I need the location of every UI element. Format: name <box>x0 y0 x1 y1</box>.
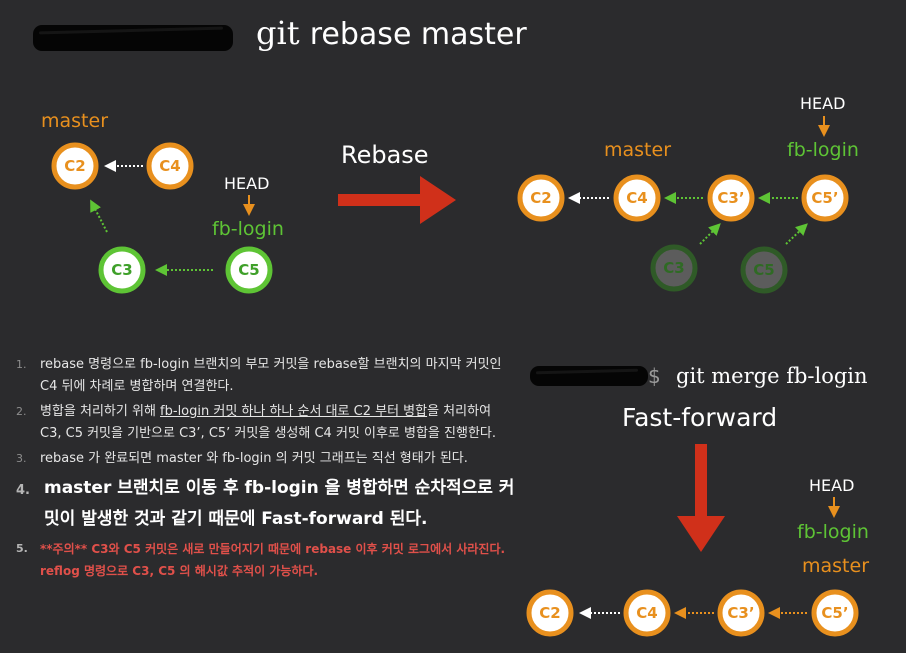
edge-ghost-c5-c3p <box>785 223 808 245</box>
command-rest: rebase master <box>309 17 527 52</box>
before-master-label: master <box>41 110 109 132</box>
commit-c3-before-label: C3 <box>111 261 132 279</box>
commit-c5-before: C5 <box>225 246 273 294</box>
note-3: 3.rebase 가 완료되면 master 와 fb-login 의 커밋 그… <box>16 451 468 466</box>
ghost-commit-c5-label: C5 <box>753 261 774 279</box>
ghost-commit-c5: C5 <box>740 246 788 294</box>
note-5-warning: 5.**주의** C3와 C5 커밋은 새로 만들어지기 때문에 rebase … <box>16 542 506 578</box>
note-4-text: master 브랜치로 이동 후 fb-login 을 병합하면 순차적으로 커… <box>44 478 515 529</box>
commit-c2-after: C2 <box>517 174 565 222</box>
commit-c5prime-after: C5’ <box>801 174 849 222</box>
merge-command: git merge fb-login <box>676 364 868 388</box>
explanation-list: 1.rebase 명령으로 fb-login 브랜치의 부모 커밋을 rebas… <box>16 354 516 585</box>
after-fb-login-label: fb-login <box>787 139 859 161</box>
fast-forward-label: Fast-forward <box>622 403 778 432</box>
commit-c2-after-label: C2 <box>530 189 551 207</box>
commit-c4-merge-label: C4 <box>636 604 657 622</box>
note-4: 4.master 브랜치로 이동 후 fb-login 을 병합하면 순차적으로… <box>16 478 515 529</box>
redacted-prompt-scribble <box>33 25 233 51</box>
note-1-text: rebase 명령으로 fb-login 브랜치의 부모 커밋을 rebase할… <box>40 357 502 394</box>
before-fb-login-label: fb-login <box>212 218 284 240</box>
commit-c5prime-after-label: C5’ <box>811 189 838 207</box>
commit-c3prime-merge: C3’ <box>717 589 765 637</box>
commit-c3prime-after-label: C3’ <box>717 189 744 207</box>
note-2-pre: 병합을 처리하기 위해 <box>40 404 161 419</box>
merge-head-label: HEAD <box>809 476 855 495</box>
after-head-label: HEAD <box>800 94 846 113</box>
note-3-text: rebase 가 완료되면 master 와 fb-login 의 커밋 그래프… <box>40 451 468 466</box>
note-2-post: 을 처리하여 C3, C5 커밋을 기반으로 C3’, C5’ 커밋을 생성해 … <box>40 404 496 441</box>
before-head-label: HEAD <box>224 174 270 193</box>
commit-c4-before: C4 <box>146 142 194 190</box>
commit-c3prime-after: C3’ <box>707 174 755 222</box>
ghost-commit-c3-label: C3 <box>663 259 684 277</box>
rebase-label: Rebase <box>341 141 429 169</box>
note-1: 1.rebase 명령으로 fb-login 브랜치의 부모 커밋을 rebas… <box>16 357 502 394</box>
commit-c2-before-label: C2 <box>64 157 85 175</box>
commit-c4-before-label: C4 <box>159 157 180 175</box>
commit-c5prime-merge-label: C5’ <box>821 604 848 622</box>
note-5-text: **주의** C3와 C5 커밋은 새로 만들어지기 때문에 rebase 이후… <box>40 542 506 578</box>
commit-c4-after-label: C4 <box>626 189 647 207</box>
commit-c2-merge: C2 <box>526 589 574 637</box>
commit-c5-before-label: C5 <box>238 261 259 279</box>
commit-c3-before: C3 <box>98 246 146 294</box>
merge-fb-login-label: fb-login <box>797 521 869 543</box>
command-git: git <box>256 14 300 52</box>
edge-ghost-c3-c4 <box>699 223 721 245</box>
merge-master-label: master <box>802 555 870 577</box>
note-2: 2.병합을 처리하기 위해 fb-login 커밋 하나 하나 순서 대로 C2… <box>16 404 496 441</box>
ghost-commit-c3: C3 <box>650 244 698 292</box>
commit-c5prime-merge: C5’ <box>811 589 859 637</box>
note-2-underline: fb-login 커밋 하나 하나 순서 대로 C2 부터 병합 <box>160 404 428 419</box>
commit-c4-after: C4 <box>613 174 661 222</box>
after-master-label: master <box>604 139 672 161</box>
commit-c3prime-merge-label: C3’ <box>727 604 754 622</box>
edge-c3-c2 <box>90 199 108 233</box>
commit-c2-before: C2 <box>51 142 99 190</box>
commit-c4-merge: C4 <box>623 589 671 637</box>
rebase-command: git rebase master <box>256 14 527 52</box>
merge-prompt-symbol: $ <box>648 364 661 388</box>
commit-c2-merge-label: C2 <box>539 604 560 622</box>
redacted-merge-prompt-scribble <box>530 366 648 386</box>
